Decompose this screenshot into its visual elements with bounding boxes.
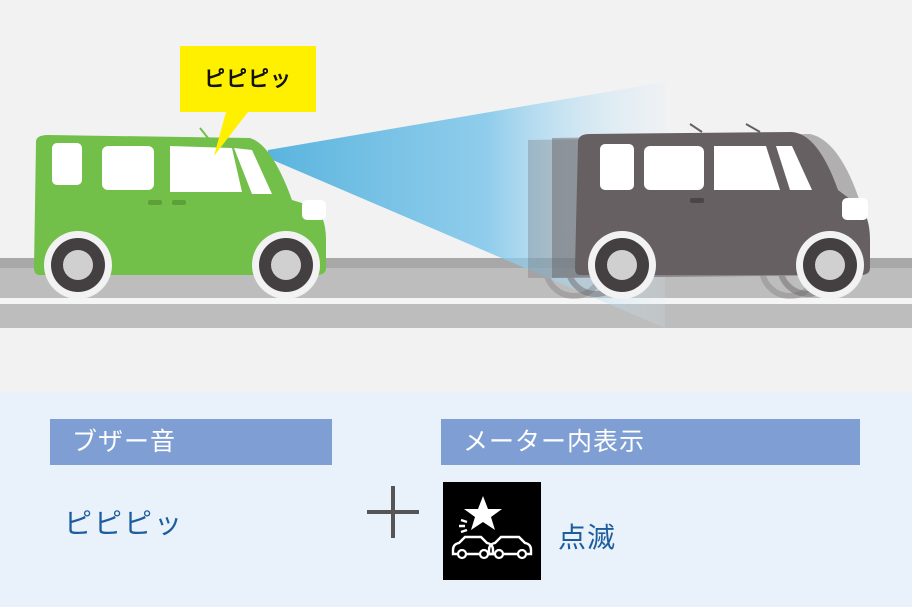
own-car (34, 127, 326, 299)
buzzer-callout (180, 46, 316, 156)
buzzer-label: ブザー音 (50, 419, 332, 465)
forward-collision-warning-icon (443, 482, 541, 580)
lead-car (575, 123, 870, 299)
plus-icon (367, 486, 419, 538)
driving-scene (0, 46, 912, 328)
buzzer-sound-text: ピピピッ (64, 507, 185, 540)
meter-display-label: メーター内表示 (441, 419, 860, 465)
callout-text: ピピピッ (204, 67, 292, 91)
alert-info-panel: ブザー音 メーター内表示 ピピピッ 点滅 (0, 392, 912, 607)
blink-text: 点滅 (558, 521, 617, 554)
sensor-beam (268, 82, 665, 328)
